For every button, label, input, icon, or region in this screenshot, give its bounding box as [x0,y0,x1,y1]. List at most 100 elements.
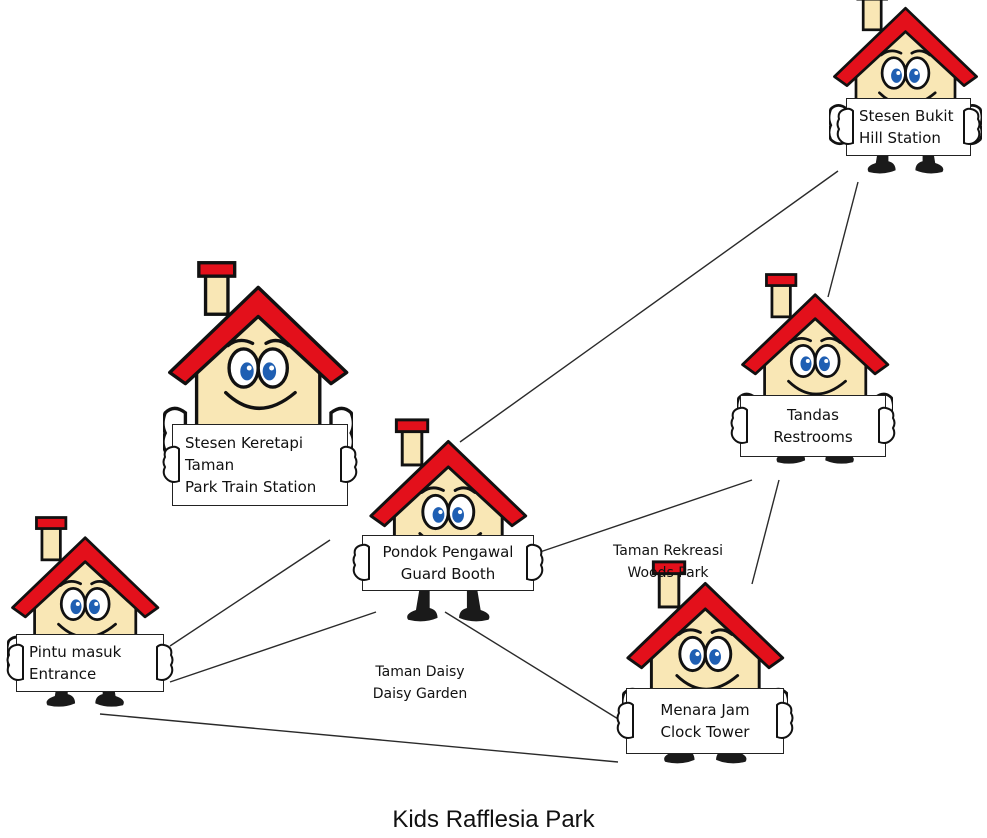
area-label-daisy-garden: Taman Daisy Daisy Garden [350,661,490,705]
sign-entrance-line2: Entrance [29,665,97,683]
sign-restrooms-line2: Restrooms [773,428,853,446]
brow-left [879,49,902,57]
sign-restrooms-line1: Tandas [787,406,839,424]
brow-right [909,49,931,57]
brow-right [820,337,842,345]
glove-shape [352,543,370,581]
area-label-woods-park: Taman Rekreasi Woods Park [598,540,738,584]
eye-shine-left [694,651,700,656]
glove-shape [963,107,981,145]
iris-right [708,648,721,665]
glove-left-icon [162,445,180,483]
glove-right-icon [526,543,544,581]
eye-shine-right [913,71,918,75]
brow-left [58,580,82,588]
chimney-cap [394,418,429,433]
smile [786,380,847,396]
glove-shape [616,701,634,739]
sign-train-station-line2: Taman [185,456,235,474]
house-entrance [6,516,164,708]
iris-left [70,599,82,615]
chimney-cap [764,273,798,288]
glove-left-icon [6,643,24,681]
glove-left-icon [352,543,370,581]
house-roof [369,439,527,527]
path-guard-clock [444,611,624,723]
house-roof [832,6,978,87]
house-hill-station [828,0,982,174]
area-daisy-garden-line2: Daisy Garden [372,686,468,702]
iris-left [890,68,902,83]
glove-right-icon [156,643,174,681]
sign-clock-tower-line1: Menara Jam [660,701,750,719]
house-roof [167,286,349,386]
path-entrance-train [169,539,331,647]
diagram-title: Kids Rafflesia Park [392,806,595,833]
eye-shine-left [75,602,80,607]
path-guard-hill [459,170,839,443]
iris-right [451,506,464,523]
glove-right-icon [776,701,794,739]
chimney [861,0,883,32]
brow-right [90,580,112,588]
iris-right [88,599,100,615]
eye-shine-right [457,509,462,514]
brow-right [710,628,733,636]
chimney [400,425,423,467]
sign-entrance-line1: Pintu masuk [29,643,122,661]
area-woods-park-line1: Taman Rekreasi [613,543,723,559]
foot-right [914,141,943,174]
sign-train-station-line3: Park Train Station [185,478,317,496]
chimney-cap [34,516,68,531]
glove-shape [878,406,896,444]
house-roof [10,536,160,619]
eye-shine-right [714,651,719,656]
glove-shape [730,406,748,444]
brow-left [226,339,255,348]
foot-right [458,586,490,621]
iris-left [800,356,812,372]
sign-hill-station-line2: Hill Station [859,129,941,147]
glove-right-icon [963,107,981,145]
iris-right [908,68,920,83]
sign-train-station-line1: Stesen Keretapi [185,434,304,452]
path-restrooms-clock [751,479,780,585]
area-woods-park-line2: Woods Park [627,565,709,581]
path-guard-restrooms [539,479,753,553]
glove-shape [156,643,174,681]
iris-left [432,506,445,523]
house-roof [740,293,890,376]
eye-shine-right [94,602,99,607]
iris-right [262,362,276,381]
path-entrance-guard [169,611,377,683]
glove-shape [526,543,544,581]
eye-shine-left [437,509,443,514]
eye-shine-left [805,359,810,364]
glove-left-icon [616,701,634,739]
chimney-cap [651,560,686,575]
chimney [203,270,230,317]
glove-right-icon [878,406,896,444]
sign-hill-station-line1: Stesen Bukit [859,107,954,125]
sign-guard-booth-line1: Pondok Pengawal [382,543,514,561]
glove-left-icon [730,406,748,444]
glove-shape [340,445,358,483]
iris-left [240,362,254,381]
chimney [770,280,792,319]
glove-shape [6,643,24,681]
glove-shape [162,445,180,483]
smile [223,391,297,411]
house-guard-booth [364,418,532,621]
glove-right-icon [340,445,358,483]
eye-shine-right [824,359,829,364]
eye-shine-right [268,365,274,371]
brow-left [677,628,702,636]
